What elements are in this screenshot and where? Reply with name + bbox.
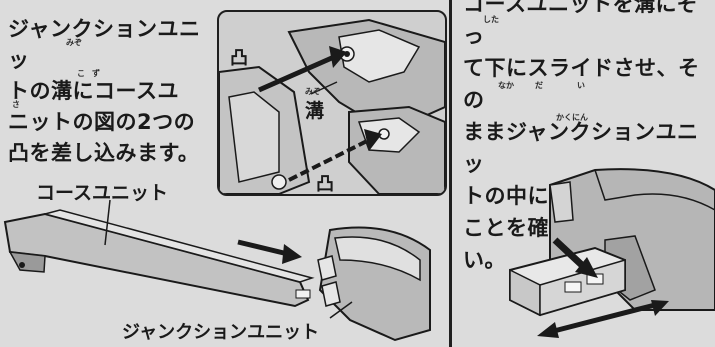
ruby-sa: さ [12,100,20,109]
course-unit-label: コースユニット [36,182,169,204]
ruby-i: い [577,81,585,90]
detail-inset-box [217,10,447,196]
section-divider [449,0,452,347]
ruby-kakunin: かくにん [556,113,588,122]
ruby-naka: なか [498,81,514,90]
junction-unit-label: ジャンクションユニット [122,322,320,343]
ruby-mizo: みぞ [66,38,82,47]
groove-label-ruby: みぞ [305,87,321,96]
convex-label-top: 凸 [230,48,248,69]
detail-illustration [219,18,445,194]
slide-illustration [509,168,715,338]
ruby-ko: こ [77,69,85,78]
ruby-shita: した [483,15,499,24]
convex-label-bottom: 凸 [316,174,334,195]
course-unit-illustration [3,199,431,342]
left-instruction-text: ジャンクションユニッ トの溝にコースユ ニットの図の2つの 凸を差し込みます。 [8,17,201,165]
ruby-zu: ず [92,69,100,78]
groove-label: 溝 [305,100,325,122]
ruby-da: だ [535,81,543,90]
